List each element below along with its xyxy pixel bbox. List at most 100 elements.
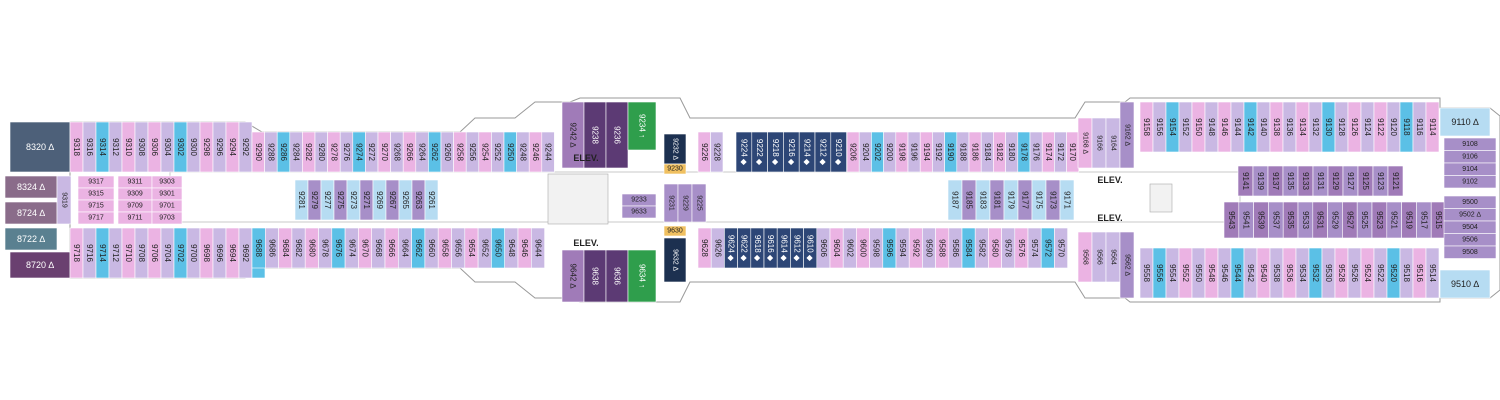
cabin[interactable]: 9175 xyxy=(1031,179,1047,221)
cabin[interactable]: 9616 ◆ xyxy=(763,227,778,269)
cabin[interactable]: 9260 xyxy=(440,131,454,173)
cabin[interactable]: 9275 xyxy=(333,179,348,221)
cabin[interactable]: 9696 xyxy=(212,227,227,279)
cabin[interactable]: 9668 xyxy=(371,227,386,269)
cabin[interactable]: 9229 xyxy=(677,183,693,223)
cabin[interactable]: 9266 xyxy=(402,131,417,173)
cabin[interactable]: 9710 xyxy=(121,227,136,279)
cabin[interactable]: 9318 xyxy=(69,121,84,173)
cabin[interactable]: 9532 xyxy=(1308,247,1323,299)
cabin[interactable]: 9214 ◆ xyxy=(798,131,816,173)
cabin[interactable]: 9164 xyxy=(1105,117,1121,169)
cabin[interactable]: 9225 xyxy=(691,183,707,223)
cabin[interactable]: 9141 xyxy=(1237,165,1254,197)
cabin[interactable]: 9162 ∆ xyxy=(1119,101,1135,169)
cabin[interactable]: 9127 xyxy=(1342,165,1359,197)
cabin[interactable]: 9564 xyxy=(1105,231,1121,283)
cabin[interactable]: 9536 xyxy=(1282,247,1297,299)
cabin[interactable]: 9140 xyxy=(1256,101,1271,153)
cabin[interactable]: 9171 xyxy=(1059,179,1075,221)
cabin[interactable]: 9108 xyxy=(1443,137,1497,151)
cabin[interactable]: 9706 xyxy=(147,227,162,279)
cabin[interactable]: 9540 xyxy=(1256,247,1271,299)
cabin[interactable]: 9292 xyxy=(238,121,253,173)
cabin[interactable]: 9186 xyxy=(968,131,982,173)
cabin[interactable]: 9702 xyxy=(173,227,188,279)
cabin[interactable]: 9716 xyxy=(82,227,97,279)
cabin[interactable]: 9317 xyxy=(77,175,115,189)
cabin[interactable]: 9588 xyxy=(935,227,950,269)
cabin[interactable]: 9204 xyxy=(858,131,872,173)
cabin[interactable]: 9319 xyxy=(56,175,72,225)
cabin[interactable]: 9172 xyxy=(1054,131,1067,173)
cabin[interactable]: 9185 xyxy=(961,179,977,221)
cabin[interactable]: 9200 xyxy=(883,131,897,173)
cabin[interactable]: 9516 xyxy=(1412,247,1427,299)
cabin[interactable]: 9136 xyxy=(1282,101,1297,153)
cabin[interactable]: 9638 xyxy=(583,249,607,303)
cabin[interactable]: 9156 xyxy=(1152,101,1167,153)
cabin[interactable]: 9522 xyxy=(1373,247,1388,299)
cabin[interactable]: 9181 xyxy=(989,179,1005,221)
cabin[interactable]: 9316 xyxy=(82,121,97,173)
cabin[interactable]: 9276 xyxy=(339,131,354,173)
cabin[interactable]: 8720 ∆ xyxy=(9,251,71,279)
cabin[interactable]: 9624 ◆ xyxy=(724,227,738,269)
cabin[interactable]: 9570 xyxy=(1054,227,1068,269)
cabin[interactable]: 9236 xyxy=(605,101,629,169)
cabin[interactable]: 9535 xyxy=(1282,201,1299,239)
cabin[interactable]: 9566 xyxy=(1091,231,1107,283)
cabin[interactable]: 9680 xyxy=(304,227,319,269)
cabin[interactable]: 9230 xyxy=(663,163,687,175)
cabin[interactable]: 9580 xyxy=(988,227,1002,269)
cabin[interactable]: 9264 xyxy=(415,131,429,173)
cabin[interactable]: 9144 xyxy=(1230,101,1245,153)
cabin[interactable]: 9128 xyxy=(1334,101,1349,153)
cabin[interactable]: 9537 xyxy=(1268,201,1284,239)
cabin[interactable]: 9594 xyxy=(895,227,910,269)
cabin[interactable]: 9290 xyxy=(251,131,265,173)
cabin[interactable]: 9315 xyxy=(77,187,115,201)
cabin[interactable]: 9686 xyxy=(264,227,279,269)
cabin[interactable]: 9132 xyxy=(1308,101,1323,153)
cabin[interactable]: 9218 ◆ xyxy=(767,131,784,173)
cabin[interactable]: 9572 xyxy=(1040,227,1055,269)
cabin[interactable]: 9252 xyxy=(491,131,505,173)
cabin[interactable]: 9286 xyxy=(276,131,291,173)
cabin[interactable]: 9518 xyxy=(1399,247,1414,299)
cabin[interactable]: 9180 xyxy=(1005,131,1019,173)
cabin[interactable]: 9302 xyxy=(173,121,188,173)
cabin[interactable]: 9700 xyxy=(186,227,201,279)
cabin[interactable]: 9664 xyxy=(397,227,412,269)
cabin[interactable]: 8724 ∆ xyxy=(4,201,58,225)
cabin[interactable]: 9206 xyxy=(846,131,860,173)
cabin[interactable]: 9718 xyxy=(69,227,84,279)
cabin[interactable]: 9130 xyxy=(1321,101,1336,153)
cabin[interactable]: 9584 xyxy=(961,227,976,269)
cabin[interactable]: 9548 xyxy=(1204,247,1219,299)
cabin[interactable]: 9529 xyxy=(1327,201,1343,239)
cabin[interactable]: 9634 ↑ xyxy=(627,249,657,303)
cabin[interactable]: 9602 xyxy=(842,227,857,269)
cabin[interactable]: 9527 xyxy=(1342,201,1358,239)
cabin[interactable]: 9562 ∆ xyxy=(1119,231,1135,299)
cabin[interactable]: 9642 ∆ xyxy=(561,249,585,303)
cabin[interactable]: 9612 ◆ xyxy=(790,227,804,269)
cabin[interactable]: 9682 xyxy=(291,227,306,269)
cabin[interactable]: 9116 xyxy=(1412,101,1427,153)
cabin[interactable]: 9170 xyxy=(1066,131,1080,173)
cabin[interactable]: 9592 xyxy=(908,227,923,269)
cabin[interactable]: 9174 xyxy=(1041,131,1055,173)
cabin[interactable]: 9178 xyxy=(1017,131,1031,173)
cabin[interactable]: 9504 xyxy=(1443,220,1497,234)
cabin[interactable]: 9701 xyxy=(151,199,183,213)
cabin[interactable]: 9520 xyxy=(1386,247,1401,299)
cabin[interactable]: 9709 xyxy=(117,199,153,213)
cabin[interactable]: 9600 xyxy=(856,227,870,269)
cabin[interactable]: 9284 xyxy=(289,131,303,173)
cabin[interactable]: 9717 xyxy=(77,211,115,225)
cabin[interactable]: 9698 xyxy=(199,227,214,279)
cabin[interactable]: 9104 xyxy=(1443,162,1497,176)
cabin[interactable]: 9142 xyxy=(1243,101,1258,153)
cabin[interactable]: 9226 xyxy=(697,131,711,173)
